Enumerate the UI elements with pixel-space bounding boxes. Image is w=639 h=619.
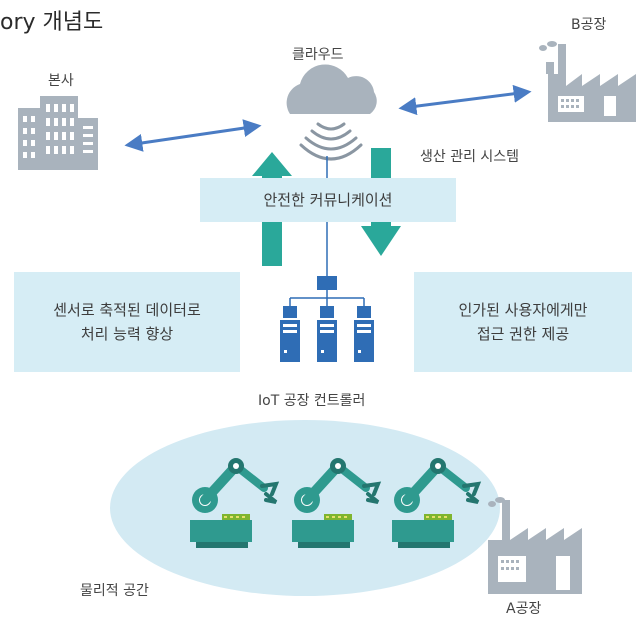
- cloud-factoryb-arrow: [398, 84, 532, 116]
- signal-icon: [299, 122, 363, 161]
- secure-communication-label: 안전한 커뮤니케이션: [263, 191, 393, 209]
- cloud-label: 클라우드: [292, 47, 344, 63]
- cloud-icon: [286, 64, 377, 114]
- data-processing-box: 센서로 축적된 데이터로 처리 능력 향상: [14, 272, 240, 372]
- production-system-label: 생산 관리 시스템: [420, 149, 520, 165]
- page-title: ory 개념도: [0, 10, 104, 35]
- data-processing-line1: 센서로 축적된 데이터로: [53, 301, 201, 319]
- download-arrow: [361, 148, 401, 256]
- smoke-icon: [539, 41, 557, 51]
- robot-arm-icon: [392, 458, 482, 548]
- controller-label: IoT 공장 컨트롤러: [258, 393, 366, 409]
- data-processing-line2: 처리 능력 향상: [80, 325, 174, 343]
- access-control-line2: 접근 권한 제공: [476, 325, 570, 343]
- secure-communication-box: 안전한 커뮤니케이션: [200, 178, 456, 222]
- smoke-icon: [488, 497, 505, 507]
- access-control-line1: 인가된 사용자에게만: [458, 301, 588, 319]
- server-icons: [280, 320, 374, 362]
- upload-arrow: [252, 152, 292, 266]
- hq-cloud-arrow: [124, 119, 262, 152]
- robot-arm-icon: [190, 458, 280, 548]
- hq-label: 본사: [48, 73, 74, 89]
- factory-a-label: A공장: [506, 601, 542, 617]
- factory-b-icon: [546, 44, 636, 122]
- robot-arm-icon: [292, 458, 382, 548]
- network-tree-icon: [283, 276, 371, 318]
- factory-a-icon: [488, 500, 582, 594]
- physical-space-label: 물리적 공간: [80, 583, 149, 599]
- factory-b-label: B공장: [571, 17, 607, 33]
- hq-building-icon: [18, 96, 98, 170]
- access-control-box: 인가된 사용자에게만 접근 권한 제공: [414, 272, 632, 372]
